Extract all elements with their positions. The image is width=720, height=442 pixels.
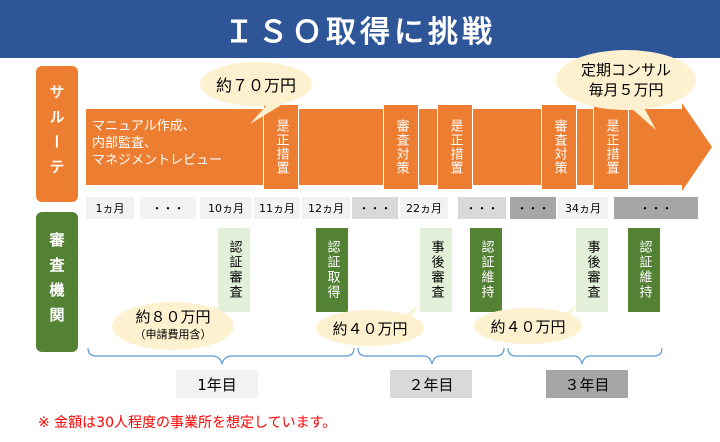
year-label-2: ２年目 [390,370,472,398]
timeline-cell: 10ヵ月 [200,197,252,219]
monthly-line-2: 毎月５万円 [588,81,664,99]
year-label-3: ３年目 [546,370,628,398]
timeline-cell: ・・・ [458,197,506,219]
cost-bubble-consult-first: 約７０万円 [200,62,312,106]
timeline-cell: 1ヵ月 [86,197,134,219]
footnote: ※ 金額は30人程度の事業所を想定しています。 [38,415,337,431]
orange-box-audit-prep: 審査対策 [383,104,419,190]
cost-bubble-audit-second: 約４０万円 [316,310,424,346]
side-label-consultant: サルーテ [36,66,78,202]
audit-first-note: （申請費用含） [134,328,212,341]
timeline-cell: ・・・ [352,197,398,219]
cert-box-maintenance: 認証維持 [628,228,660,312]
cert-box-initial-audit: 認証審査 [218,228,250,312]
cost-bubble-audit-first: 約８０万円 （申請費用含） [112,302,234,350]
cert-box-maintenance: 認証維持 [470,228,502,312]
audit-first-amount: 約８０万円 [135,308,211,326]
phase-line: 内部監査、 [92,136,158,151]
phase-line: マネジメントレビュー [92,153,223,168]
timeline-cell: ・・・ [140,197,196,219]
page-title: ＩＳＯ取得に挑戦 [0,0,720,58]
monthly-line-1: 定期コンサル [580,61,671,79]
phase-line: マニュアル作成、 [92,119,196,134]
timeline-cell: 11ヵ月 [254,197,300,219]
timeline-cell: ・・・ [614,197,698,219]
cert-box-followup: 事後審査 [420,228,452,312]
cost-bubble-audit-third: 約４０万円 [474,308,582,344]
consultant-phase: マニュアル作成、 内部監査、 マネジメントレビュー [92,118,267,169]
timeline-cell: 34ヵ月 [558,197,608,219]
year-label-1: 1年目 [176,370,258,398]
cost-bubble-consult-monthly: 定期コンサル 毎月５万円 [556,50,696,110]
orange-box-audit-prep: 審査対策 [541,104,577,190]
timeline-cell: ・・・ [510,197,556,219]
orange-box-corrective: 是正措置 [263,104,299,190]
side-label-agency: 審査機関 [36,212,78,352]
orange-box-corrective: 是正措置 [593,104,629,190]
cert-box-certified: 認証取得 [316,228,348,312]
cert-box-followup: 事後審査 [576,228,608,312]
orange-box-corrective: 是正措置 [437,104,473,190]
timeline-cell: 12ヵ月 [302,197,350,219]
timeline-cell: 22ヵ月 [400,197,448,219]
